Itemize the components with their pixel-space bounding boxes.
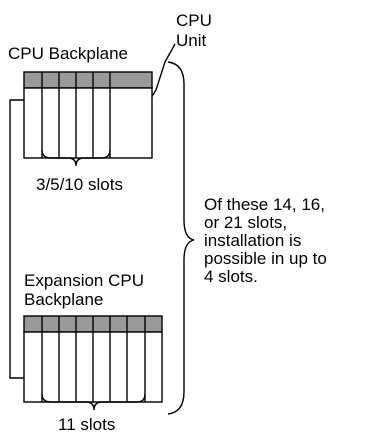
slot-note: Of these 14, 16, or 21 slots, installati…	[204, 195, 327, 286]
note-line-5: 4 slots.	[204, 267, 258, 286]
cpu-backplane	[23, 71, 153, 159]
expansion-slots-brace	[41, 393, 146, 411]
cpu-backplane-slot-dividers	[41, 72, 111, 158]
cpu-backplane-top-band	[23, 71, 153, 89]
cpu-backplane-label: CPU Backplane	[8, 44, 128, 63]
total-slots-brace	[167, 61, 195, 415]
expansion-cable	[9, 99, 24, 379]
note-line-3: installation is	[204, 231, 301, 250]
note-line-4: possible in up to	[204, 249, 327, 268]
cpu-slots-brace	[41, 149, 111, 167]
expansion-backplane	[23, 315, 163, 403]
cpu-slots-label: 3/5/10 slots	[36, 175, 123, 194]
cpu-unit-label-line1: CPU	[176, 11, 212, 30]
expansion-backplane-label-line2: Backplane	[24, 290, 103, 309]
expansion-slots-label: 11 slots	[58, 415, 115, 432]
note-line-2: or 21 slots,	[204, 213, 287, 232]
expansion-backplane-slot-dividers	[41, 316, 146, 402]
expansion-backplane-label-line1: Expansion CPU	[24, 271, 144, 290]
note-line-1: Of these 14, 16,	[204, 195, 325, 214]
cpu-backplane-body	[23, 87, 153, 159]
cpu-unit-label-line2: Unit	[176, 31, 207, 50]
